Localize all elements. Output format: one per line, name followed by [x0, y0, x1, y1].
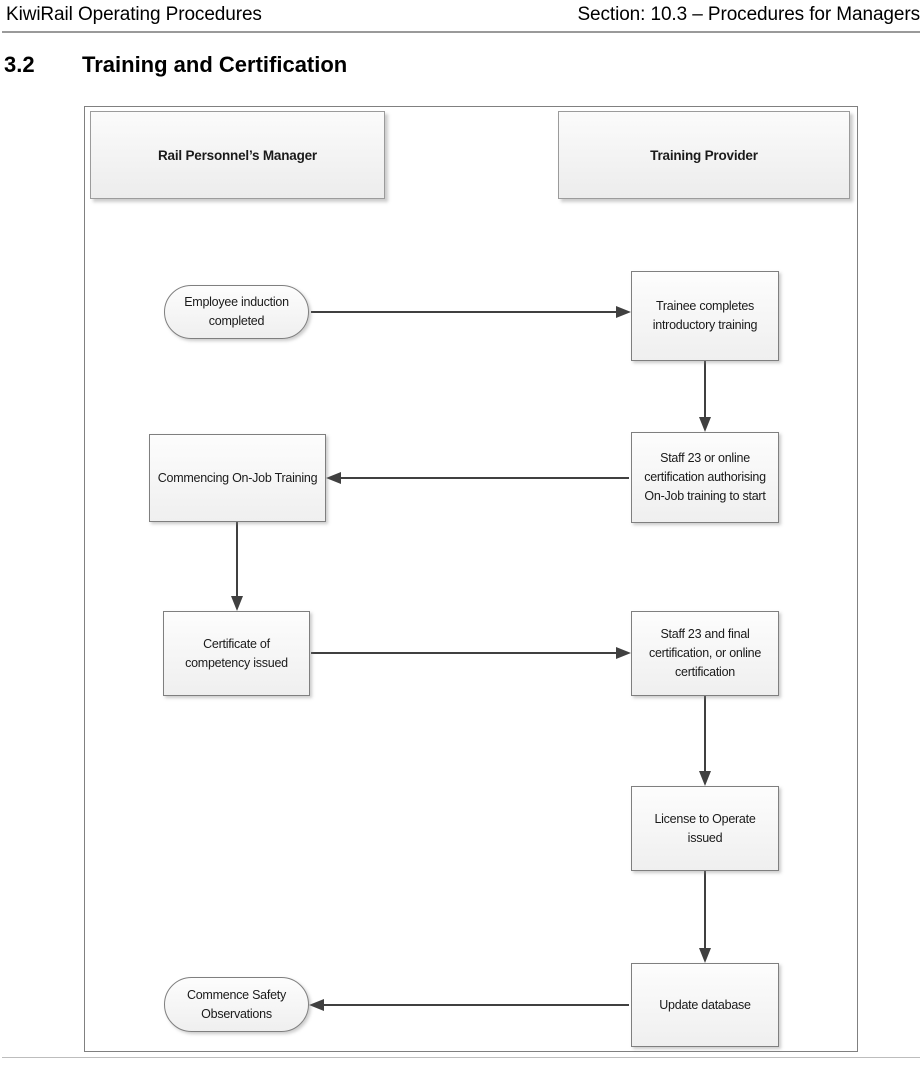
- node-label: Staff 23 and final certification, or onl…: [648, 627, 762, 679]
- node-commencing-onjob-training[interactable]: Commencing On-Job Training: [149, 434, 326, 522]
- lane-label: Rail Personnel’s Manager: [157, 147, 317, 163]
- lane-header-training-provider: Training Provider: [558, 111, 850, 199]
- node-trainee-intro-training[interactable]: Trainee completes introductory training: [631, 271, 779, 361]
- lane-header-rail-personnels-manager: Rail Personnel’s Manager: [90, 111, 385, 199]
- header-divider: [2, 31, 920, 33]
- arrowhead-induction-to-trainee: [616, 306, 631, 318]
- node-label: Update database: [659, 997, 751, 1012]
- section-heading-text: Training and Certification: [82, 52, 348, 77]
- header-document-title: KiwiRail Operating Procedures: [6, 4, 262, 25]
- node-license-to-operate[interactable]: License to Operate issued: [631, 786, 779, 871]
- flowchart-container: Rail Personnel’s Manager Training Provid…: [84, 106, 858, 1052]
- node-label: Trainee completes introductory training: [652, 299, 758, 332]
- footer-divider: [2, 1057, 920, 1058]
- node-label: Staff 23 or online certification authori…: [644, 451, 766, 503]
- node-employee-induction[interactable]: Employee induction completed: [164, 285, 309, 339]
- node-staff23-final-certification[interactable]: Staff 23 and final certification, or onl…: [631, 611, 779, 696]
- arrowhead-commencing-to-certificate: [231, 596, 243, 611]
- header-section-label: Section: 10.3 – Procedures for Managers: [577, 4, 920, 25]
- node-label: Commencing On-Job Training: [157, 470, 318, 485]
- node-update-database[interactable]: Update database: [631, 963, 779, 1047]
- node-label: Employee induction completed: [184, 295, 289, 328]
- node-commence-safety-observations[interactable]: Commence Safety Observations: [164, 977, 309, 1032]
- arrowhead-certificate-to-staff23final: [616, 647, 631, 659]
- arrowhead-license-to-update: [699, 948, 711, 963]
- page-title: 3.2 Training and Certification: [4, 52, 704, 82]
- arrowhead-staff23final-to-license: [699, 771, 711, 786]
- page-header: KiwiRail Operating Procedures Section: 1…: [0, 0, 922, 34]
- node-label: Commence Safety Observations: [186, 987, 287, 1021]
- node-label: Certificate of competency issued: [185, 636, 288, 670]
- node-staff23-authorising[interactable]: Staff 23 or online certification authori…: [631, 432, 779, 523]
- arrowhead-trainee-to-staff23auth: [699, 417, 711, 432]
- section-number: 3.2: [4, 52, 35, 77]
- node-certificate-of-competency[interactable]: Certificate of competency issued: [163, 611, 310, 696]
- lane-label: Training Provider: [650, 147, 758, 163]
- arrowhead-update-to-commence-safety: [309, 999, 324, 1011]
- arrowhead-staff23auth-to-commencing: [326, 472, 341, 484]
- node-label: License to Operate issued: [654, 811, 756, 845]
- flowchart-connectors: [231, 306, 711, 1011]
